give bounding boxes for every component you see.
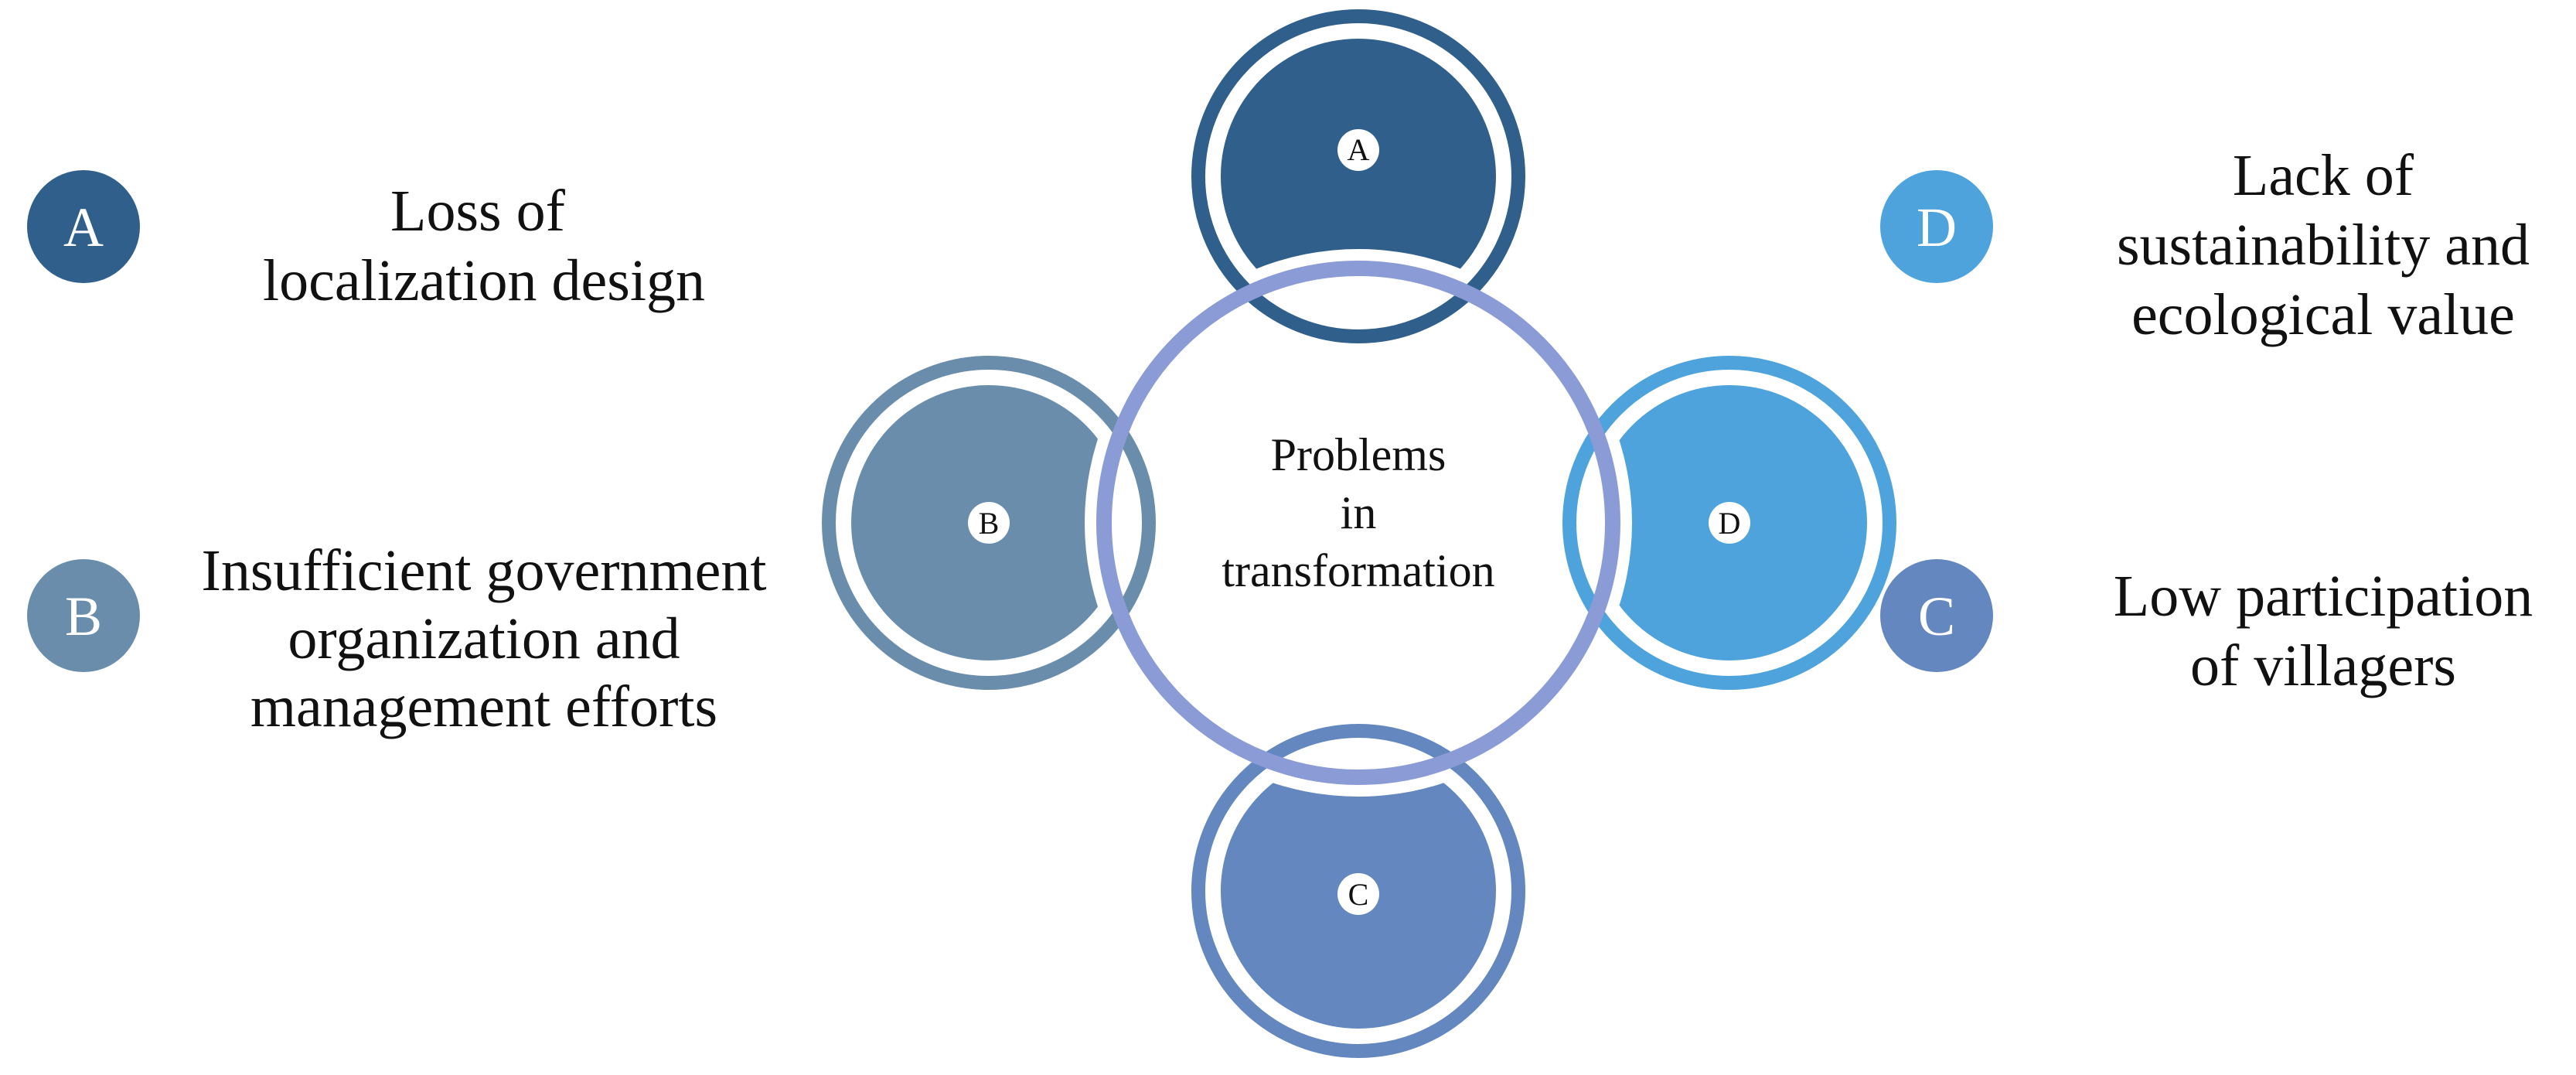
legend-d-text-line-2: sustainability and <box>2117 213 2530 278</box>
legend-a-badge <box>27 170 140 283</box>
legend-item-b: B Insufficient government organization a… <box>27 538 766 739</box>
node-c-badge-circle <box>1337 873 1379 915</box>
legend-b-badge <box>27 559 140 672</box>
legend-d-badge <box>1880 170 1993 283</box>
legend-d-letter: D <box>1917 196 1957 258</box>
node-a-fill <box>1221 39 1496 314</box>
center-label-line-1: Problems <box>1271 429 1446 480</box>
node-a <box>1191 9 1525 343</box>
node-d-ring <box>1562 356 1896 690</box>
center-label: Problems in transformation <box>1222 429 1494 596</box>
node-b-letter: B <box>979 506 1000 541</box>
legend-item-a: A Loss of localization design <box>27 170 705 313</box>
legend-b-text-line-1: Insufficient government <box>202 538 767 603</box>
center-ring <box>1096 261 1620 785</box>
node-a-badge: A <box>1337 129 1379 171</box>
node-b-ring <box>822 356 1156 690</box>
node-a-badge-circle <box>1337 129 1379 171</box>
node-b-badge: B <box>968 502 1010 544</box>
legend-item-d: D Lack of sustainability and ecological … <box>1880 143 2530 347</box>
legend-b-text-line-3: management efforts <box>250 674 717 739</box>
legend-d-text-line-3: ecological value <box>2131 282 2515 347</box>
center-label-line-3: transformation <box>1222 545 1494 596</box>
node-d-letter: D <box>1719 506 1741 541</box>
node-b-badge-circle <box>968 502 1010 544</box>
legend-c-letter: C <box>1918 585 1955 647</box>
legend-c-badge <box>1880 559 1993 672</box>
legend-c-text-line-2: of villagers <box>2190 633 2456 698</box>
node-c-badge: C <box>1337 873 1379 915</box>
legend-a-text-line-1: Loss of <box>390 179 566 244</box>
node-c-letter: C <box>1348 877 1369 912</box>
legend-a-letter: A <box>63 196 104 258</box>
legend-c-text-line-1: Low participation <box>2114 564 2533 629</box>
legend-b-text-line-2: organization and <box>288 606 680 671</box>
legend-d-text-line-1: Lack of <box>2233 143 2414 208</box>
legend-b-letter: B <box>65 585 102 647</box>
node-c-ring <box>1191 724 1525 1058</box>
node-d-badge: D <box>1709 502 1750 544</box>
center-label-line-2: in <box>1341 487 1377 538</box>
node-a-letter: A <box>1348 132 1370 167</box>
node-d-badge-circle <box>1709 502 1750 544</box>
legend-item-c: C Low participation of villagers <box>1880 559 2533 698</box>
legend-a-text-line-2: localization design <box>263 248 705 313</box>
node-a-ring <box>1191 9 1525 343</box>
